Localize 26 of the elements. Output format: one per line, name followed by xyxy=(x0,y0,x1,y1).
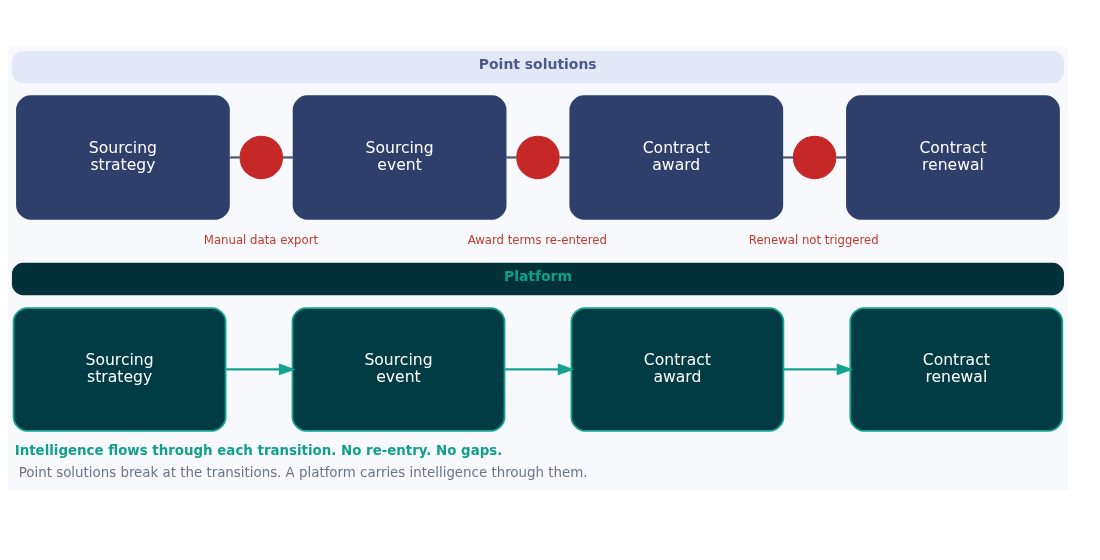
connector xyxy=(782,155,794,159)
connector xyxy=(229,155,240,159)
node-circle xyxy=(516,135,560,179)
node-circle xyxy=(239,135,284,179)
node-box: Contract award xyxy=(569,94,784,220)
connector xyxy=(282,155,294,159)
label: Intelligence flows through each transition. No re-entry. No gaps. xyxy=(14,442,503,458)
node-box: Sourcing event xyxy=(291,306,506,432)
arrow xyxy=(225,363,296,375)
node-box: Platform xyxy=(11,262,1064,295)
node-box: Sourcing strategy xyxy=(16,94,230,220)
node-box: Sourcing strategy xyxy=(12,306,227,432)
arrow xyxy=(504,363,575,375)
caption: Point solutions break at the transitions. A platform carries intelligence through them. xyxy=(18,464,588,480)
label: Award terms re-entered xyxy=(467,232,607,247)
connector xyxy=(559,155,571,159)
node-box: Contract renewal xyxy=(849,306,1064,432)
connector xyxy=(506,155,517,159)
node-box: Sourcing event xyxy=(292,94,507,220)
node-circle xyxy=(792,135,837,179)
label: Manual data export xyxy=(203,232,319,247)
arrow xyxy=(783,363,854,375)
connector xyxy=(836,155,847,159)
node-box: Contract renewal xyxy=(846,94,1060,220)
label: Renewal not triggered xyxy=(748,232,879,247)
node-box: Contract award xyxy=(570,306,785,432)
